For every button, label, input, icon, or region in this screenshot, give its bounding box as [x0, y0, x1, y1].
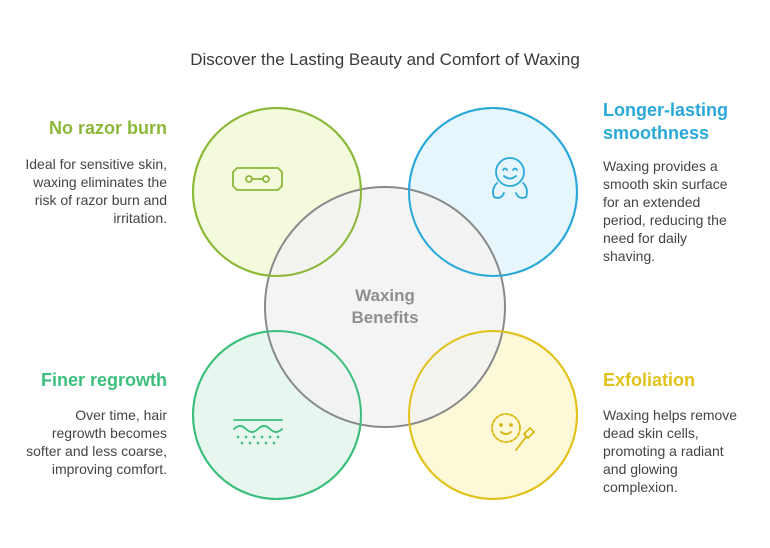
diagram-title: Discover the Lasting Beauty and Comfort … [190, 50, 580, 69]
razor-blade-icon [232, 167, 283, 191]
skin-hair-icon [233, 419, 283, 445]
heading-longer-lasting-smoothness: Longer-lasting smoothness [603, 99, 763, 145]
heading-finer-regrowth: Finer regrowth [40, 370, 167, 390]
desc-no-razor-burn: Ideal for sensitive skin, waxing elimina… [25, 156, 167, 226]
circle-waxing-benefits [264, 186, 506, 428]
heading-no-razor-burn: No razor burn [48, 118, 167, 138]
happy-face-icon [492, 157, 528, 199]
center-label: Waxing Benefits [325, 285, 445, 329]
center-label-line1: Waxing [355, 286, 415, 305]
heading-longer-lasting-line1: Longer-lasting [603, 100, 728, 120]
face-brush-icon [491, 413, 536, 451]
center-label-line2: Benefits [351, 308, 419, 327]
heading-exfoliation: Exfoliation [603, 370, 696, 390]
desc-exfoliation: Waxing helps remove dead skin cells, pro… [603, 407, 738, 495]
heading-longer-lasting-line2: smoothness [603, 123, 710, 143]
desc-finer-regrowth: Over time, hair regrowth becomes softer … [26, 407, 167, 477]
desc-longer-lasting-smoothness: Waxing provides a smooth skin surface fo… [603, 158, 728, 264]
